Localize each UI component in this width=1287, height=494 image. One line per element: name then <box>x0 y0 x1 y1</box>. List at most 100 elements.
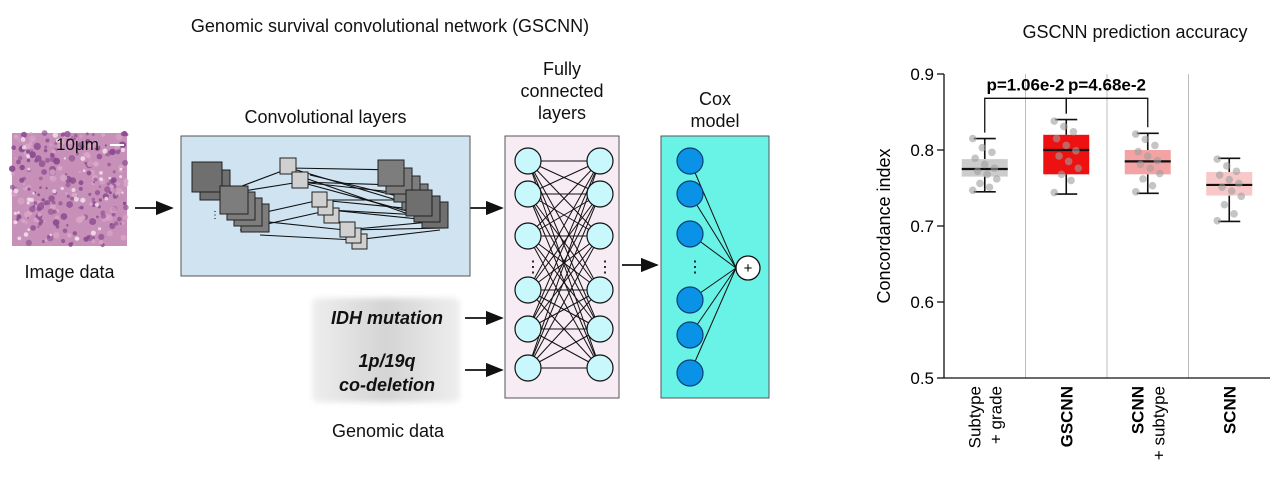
tissue-cell <box>16 159 21 165</box>
histology-image <box>9 130 129 248</box>
tissue-cell <box>53 157 60 165</box>
fc-edge <box>527 193 601 237</box>
tissue-space <box>63 157 67 160</box>
tissue-space <box>102 148 108 154</box>
data-point <box>985 183 994 192</box>
data-point <box>1069 127 1078 136</box>
data-point <box>1227 187 1236 195</box>
y-tick-label: 0.9 <box>910 65 934 84</box>
tissue-cell <box>78 180 84 186</box>
conv-small-map <box>311 191 328 208</box>
data-point <box>1220 200 1229 209</box>
data-point <box>990 164 999 173</box>
fc-edge <box>527 289 601 330</box>
tissue-cell <box>49 143 53 147</box>
tissue-cell <box>29 206 36 213</box>
tissue-space <box>98 227 102 231</box>
tissue-cell <box>52 219 60 227</box>
gscnn-architecture-diagram: ⋮ ⋮⋮ ⋮+ <box>9 130 770 402</box>
tissue-cell <box>109 177 116 185</box>
tissue-cell <box>123 178 129 184</box>
data-point <box>1131 130 1140 138</box>
tissue-space <box>120 147 126 153</box>
tissue-space <box>27 228 31 232</box>
tissue-cell <box>49 169 56 176</box>
y-tick-label: 0.7 <box>910 217 934 236</box>
p-value-label: p=1.06e-2 <box>987 75 1065 94</box>
tissue-cell <box>85 132 89 136</box>
fc-node <box>586 354 614 382</box>
tissue-cell <box>44 239 47 242</box>
fc-node <box>514 315 542 343</box>
tissue-cell <box>67 233 72 238</box>
tissue-cell <box>97 205 101 209</box>
fc-ellipsis: ⋮ <box>525 259 541 276</box>
data-point <box>1225 175 1234 184</box>
fc-ellipsis: ⋮ <box>597 259 613 276</box>
tissue-cell <box>93 161 98 167</box>
tissue-cell <box>111 212 116 217</box>
y-tick-label: 0.8 <box>910 141 934 160</box>
tissue-space <box>90 230 96 236</box>
tissue-cell <box>120 234 127 241</box>
tissue-cell <box>13 134 19 140</box>
tissue-cell <box>85 142 92 149</box>
codeletion-line: co-deletion <box>338 375 435 395</box>
fc-edge <box>527 235 601 369</box>
tissue-cell <box>94 190 101 196</box>
tissue-cell <box>57 165 63 171</box>
fc-node <box>514 147 542 175</box>
tissue-cell <box>37 193 41 197</box>
tissue-cell <box>96 215 99 219</box>
data-point <box>1139 175 1147 183</box>
fc-edge <box>527 160 601 237</box>
tissue-cell <box>83 152 87 156</box>
tissue-cell <box>122 214 129 221</box>
data-point <box>968 134 977 143</box>
x-category-label: Subtype <box>965 386 984 448</box>
tissue-space <box>13 220 18 225</box>
fc-node <box>586 180 614 208</box>
tissue-cell <box>58 201 63 206</box>
tissue-cell <box>45 138 50 143</box>
data-point <box>1062 141 1071 150</box>
cox-node <box>676 147 704 175</box>
tissue-cell <box>38 222 42 226</box>
conv-layers-label: Convolutional layers <box>244 107 407 127</box>
tissue-cell <box>46 234 54 242</box>
codeletion-label: 1p/19q co-deletion <box>312 349 462 397</box>
tissue-space <box>49 233 52 237</box>
tissue-space <box>80 156 86 162</box>
x-category-label: + subtype <box>1149 386 1168 460</box>
tissue-cell <box>93 142 99 149</box>
tissue-cell <box>72 231 78 236</box>
conv-small-map <box>339 221 356 238</box>
data-point <box>1131 188 1140 196</box>
tissue-cell <box>116 187 123 194</box>
tissue-cell <box>89 218 97 225</box>
fc-node <box>514 222 542 250</box>
tissue-space <box>29 197 34 203</box>
tissue-cell <box>66 224 69 227</box>
tissue-cell <box>87 160 94 167</box>
tissue-cell <box>68 155 76 162</box>
tissue-cell <box>70 241 74 245</box>
tissue-cell <box>91 239 96 244</box>
tissue-cell <box>15 218 19 222</box>
fc-edge <box>527 160 601 291</box>
tissue-space <box>20 137 26 142</box>
data-point <box>1060 122 1068 131</box>
tissue-cell <box>37 202 45 210</box>
tissue-space <box>82 169 86 173</box>
tissue-cell <box>17 197 25 205</box>
tissue-cell <box>122 201 127 205</box>
tissue-cell <box>54 215 60 221</box>
conv-small-map <box>279 157 297 175</box>
tissue-space <box>27 167 31 171</box>
tissue-cell <box>112 170 116 174</box>
tissue-cell <box>53 232 60 239</box>
data-point <box>1143 152 1152 160</box>
data-point <box>1155 169 1164 178</box>
tissue-cell <box>51 148 57 154</box>
tissue-cell <box>98 185 102 188</box>
